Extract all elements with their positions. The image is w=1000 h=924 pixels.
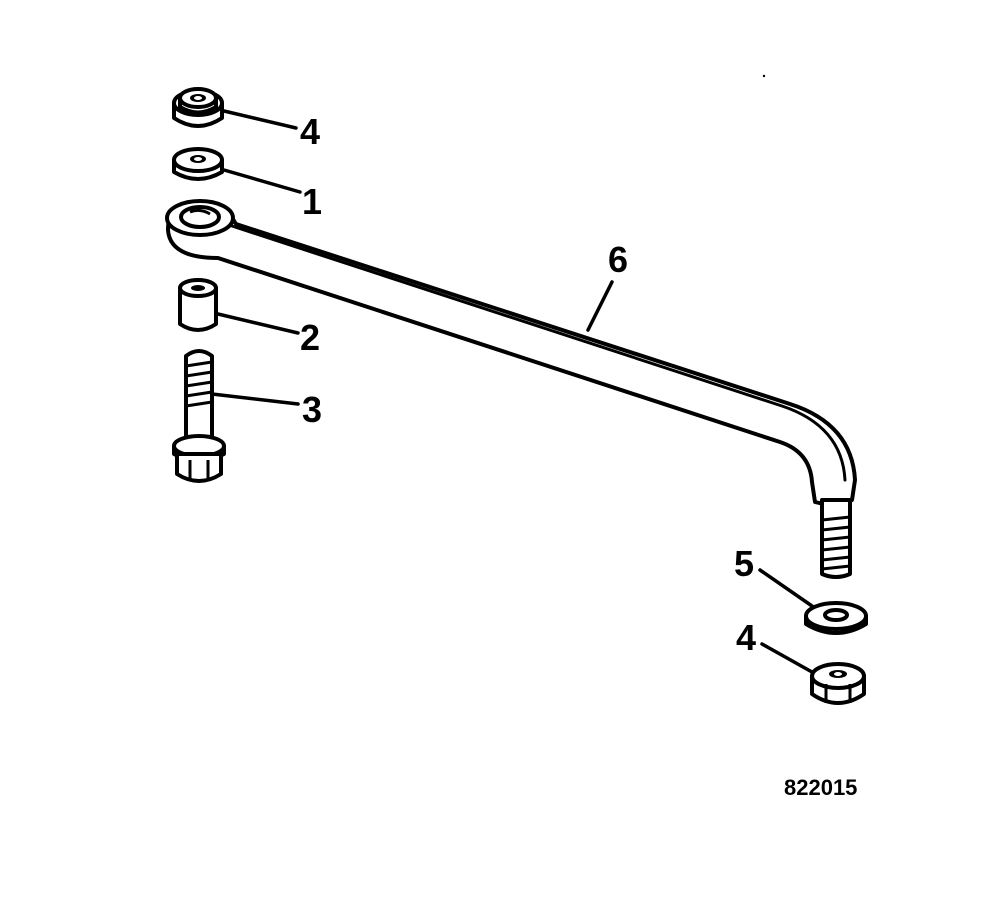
lock-nut-top <box>172 87 224 128</box>
hex-nut <box>172 147 224 181</box>
callout-4-top: 4 <box>300 111 320 152</box>
callout-2: 2 <box>300 317 320 358</box>
leader-6 <box>586 280 614 332</box>
leader-3 <box>210 392 300 406</box>
callout-3: 3 <box>302 389 322 430</box>
leader-2 <box>216 312 300 335</box>
leader-5 <box>758 568 814 608</box>
callout-1: 1 <box>302 181 322 222</box>
leader-lines <box>210 109 814 674</box>
scan-speck <box>762 74 766 78</box>
callout-6: 6 <box>608 239 628 280</box>
figure-number: 822015 <box>784 775 857 800</box>
lock-nut-bottom <box>810 662 866 705</box>
leader-4-top <box>222 109 298 130</box>
leader-4-bottom <box>760 642 814 674</box>
rod-stud-threads <box>821 515 851 571</box>
leader-1 <box>222 168 302 194</box>
flat-washer <box>804 601 868 635</box>
bolt-threads <box>185 360 213 408</box>
callout-5: 5 <box>734 543 754 584</box>
callout-4-bottom: 4 <box>736 617 756 658</box>
spacer-bushing <box>178 278 218 332</box>
link-rod <box>165 199 857 579</box>
flange-bolt <box>172 349 226 483</box>
